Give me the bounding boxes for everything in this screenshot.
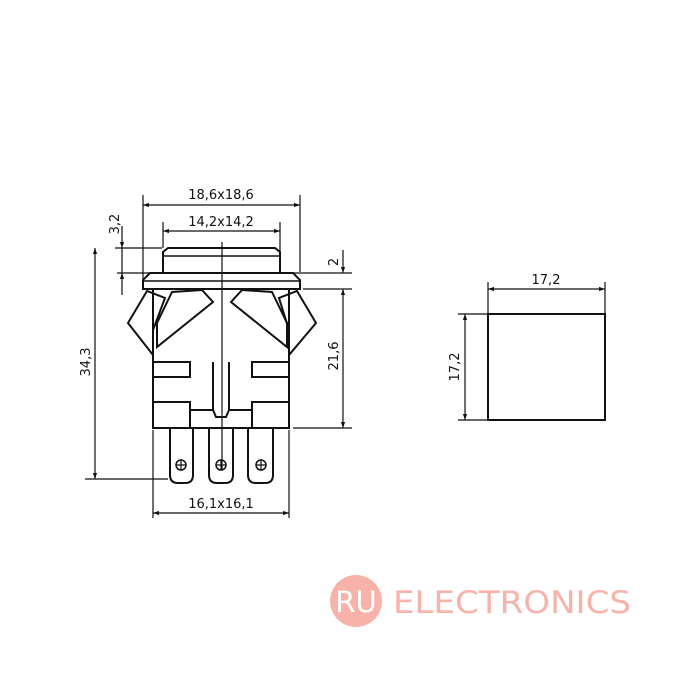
panel-cutout [487,313,606,421]
dim-cap: 14,2x14,2 [188,215,254,230]
svg-text:RU: RU [335,585,376,619]
ru-electronics-logo: RU ELECTRONICS [330,575,631,627]
dim-cap-height: 3,2 [108,214,123,235]
dim-cutout-height: 17,2 [448,353,463,382]
latch-right-inner [229,288,288,350]
latch-left-outer [126,289,167,358]
terminals [169,428,274,484]
latch-left-inner [156,288,215,350]
dim-cutout-width: 17,2 [532,273,561,288]
svg-text:ELECTRONICS: ELECTRONICS [393,585,631,621]
body [152,288,290,429]
dim-body-height: 21,6 [327,342,342,371]
dim-body-width: 16,1x16,1 [188,497,254,512]
dim-outer-flange: 18,6x18,6 [188,188,254,203]
dim-total-height: 34,3 [79,348,94,377]
dimension-lines [85,195,606,518]
latch-right-outer [277,289,318,358]
dim-flange-thickness: 2 [327,258,342,266]
